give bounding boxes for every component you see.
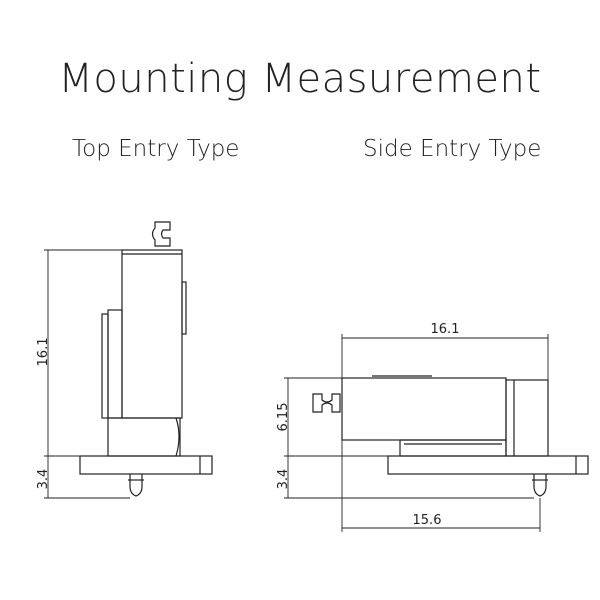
side-entry-drawing <box>284 334 589 532</box>
side-right-cap <box>505 379 549 457</box>
side-cable-tip <box>312 393 341 413</box>
top-upper-body <box>121 249 183 419</box>
top-height-label: 16.1 <box>36 338 51 367</box>
side-base-flange <box>387 455 589 475</box>
side-base-label: 3.4 <box>276 469 291 490</box>
top-left-latch <box>101 313 109 419</box>
side-height-label: 6.15 <box>276 403 291 432</box>
top-base-flange <box>79 455 213 475</box>
top-entry-drawing <box>44 221 213 499</box>
side-bottom-label: 15.6 <box>413 513 442 528</box>
top-entry-label: Top Entry Type <box>72 136 240 162</box>
page-title: Mounting Measurement <box>58 56 542 102</box>
top-lower-body <box>107 417 181 457</box>
side-base-dimension <box>284 456 534 499</box>
side-entry-label: Side Entry Type <box>363 136 542 162</box>
side-lower-body <box>399 439 507 457</box>
side-pin <box>533 474 547 497</box>
top-cable-tip <box>151 221 171 247</box>
top-side-rib <box>181 281 187 335</box>
side-bottom-dimension <box>341 440 541 532</box>
top-height-dimension <box>44 249 122 457</box>
side-length-label: 16.1 <box>431 322 460 337</box>
top-pin <box>129 474 143 497</box>
top-base-label: 3.4 <box>36 469 51 490</box>
side-length-dimension <box>341 334 549 380</box>
top-left-latch-inner <box>107 309 123 419</box>
side-main-body <box>341 377 507 441</box>
side-height-dimension <box>284 377 388 457</box>
top-base-dimension <box>44 456 130 499</box>
